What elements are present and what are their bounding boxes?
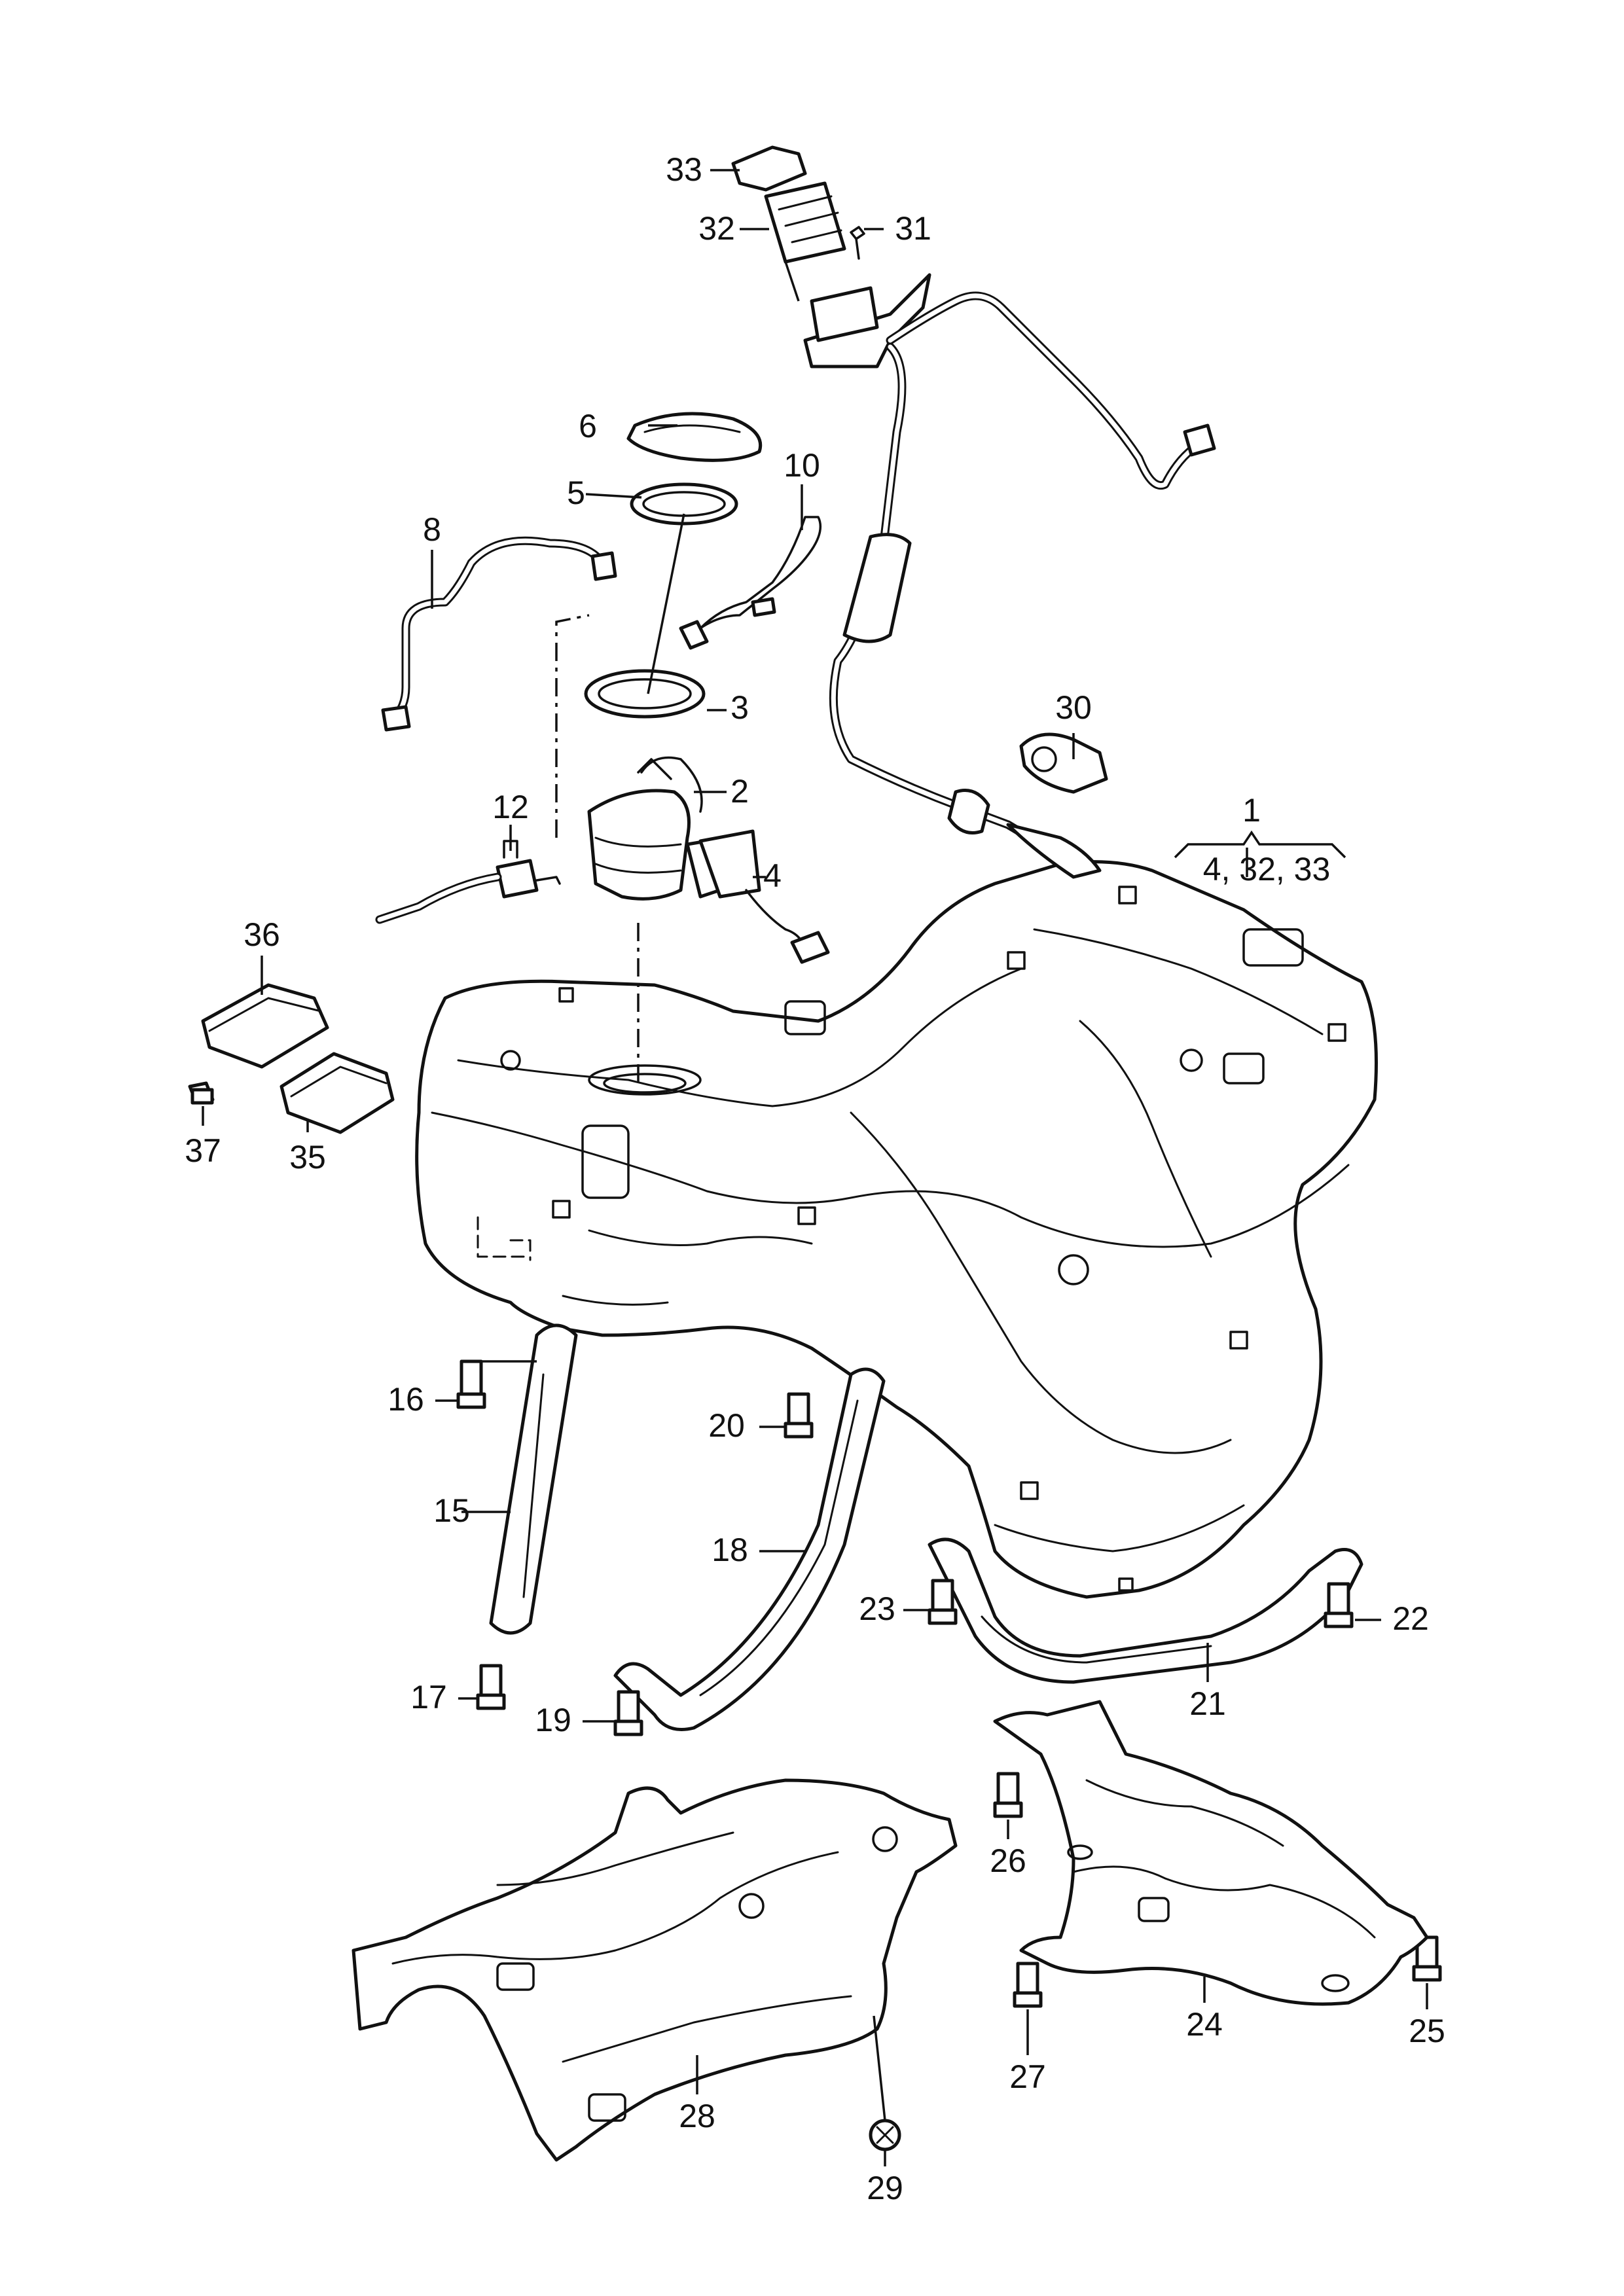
callout-30: 30 [1055,689,1092,726]
callout-15: 15 [433,1492,470,1529]
leader-lines [202,169,1428,2166]
callout-26: 26 [990,1842,1026,1879]
callout-24: 24 [1186,2006,1223,2043]
callout-1-subparts: 4, 32, 33 [1203,851,1331,888]
heat-shield-24 [993,1700,1429,2006]
callout-2: 2 [731,773,749,810]
callout-22: 22 [1392,1600,1429,1637]
alignment-lines [555,614,640,1086]
tank-studs [552,886,1346,1592]
callout-37: 37 [185,1132,221,1169]
callout-23: 23 [859,1590,895,1627]
callout-18: 18 [712,1532,748,1568]
callout-25: 25 [1409,2013,1445,2049]
filler-cap-parts [731,145,865,264]
callout-36: 36 [244,916,280,953]
callout-29: 29 [867,2170,903,2206]
hoses [381,516,822,732]
callout-5: 5 [567,475,585,511]
callout-16: 16 [388,1381,424,1418]
valve-12 [375,840,561,924]
callout-4: 4 [763,857,782,894]
sensor-30 [1019,732,1108,794]
callout-31: 31 [895,210,931,247]
callout-17: 17 [410,1679,447,1715]
callout-32: 32 [698,210,735,247]
callout-3: 3 [731,689,749,726]
callout-20: 20 [708,1407,745,1444]
callout-1: 1 [1242,792,1261,829]
callout-33: 33 [666,151,702,188]
callout-21: 21 [1189,1685,1226,1722]
callout-12: 12 [492,789,529,825]
callout-28: 28 [679,2098,715,2134]
straps [489,1323,1363,1731]
callout-19: 19 [535,1702,571,1738]
callout-8: 8 [423,511,441,548]
callout-27: 27 [1009,2058,1046,2095]
callouts: 1 4, 32, 33 2 3 4 5 6 8 10 12 15 16 17 1… [185,151,1445,2206]
filler-pipe [803,273,1216,879]
callout-10: 10 [784,447,820,484]
bolts [190,1088,1442,2151]
control-units [188,983,395,1134]
callout-35: 35 [289,1139,326,1175]
fuel-tank [415,860,1378,1599]
callout-6: 6 [579,408,597,444]
heat-shield-28 [352,1778,958,2162]
